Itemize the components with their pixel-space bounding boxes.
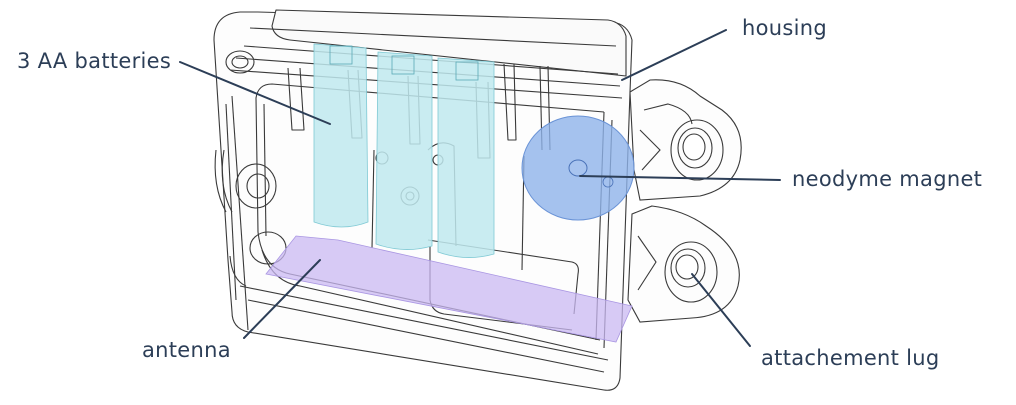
- battery-1: [313, 43, 369, 228]
- leader-line-batteries: [179, 61, 331, 125]
- label-aa-batteries: 3 AA batteries: [17, 49, 172, 73]
- leader-line-lug: [691, 273, 751, 347]
- leader-line-magnet: [579, 175, 781, 181]
- label-antenna: antenna: [142, 338, 231, 362]
- aa-batteries: [313, 43, 495, 258]
- attachment-lugs: [627, 79, 742, 323]
- neodyme-magnet: [521, 115, 635, 221]
- label-housing: housing: [742, 16, 827, 40]
- leader-line-housing: [621, 29, 727, 81]
- antenna-strip: [265, 235, 633, 343]
- battery-3: [437, 57, 495, 258]
- leader-line-antenna: [243, 259, 321, 339]
- battery-2: [375, 51, 433, 250]
- label-attachment-lug: attachement lug: [761, 346, 940, 370]
- label-neodyme-magnet: neodyme magnet: [792, 167, 983, 191]
